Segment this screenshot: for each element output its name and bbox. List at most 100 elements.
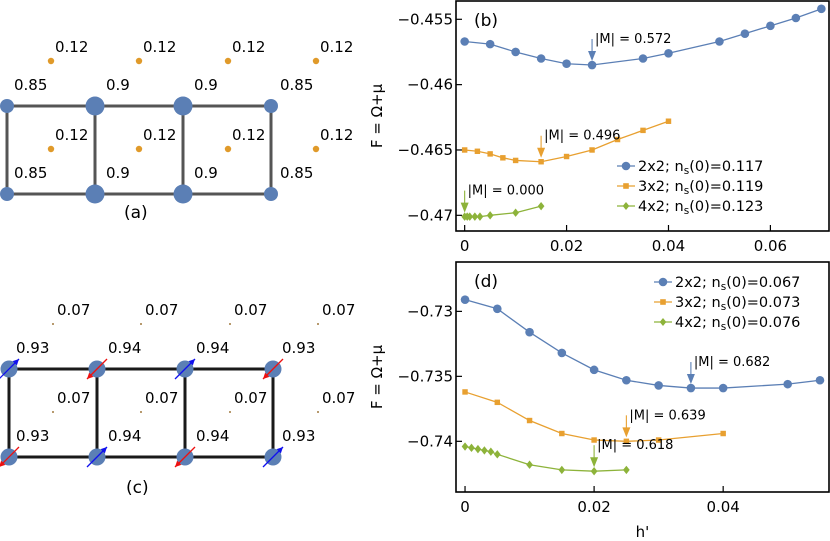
data-point (815, 375, 825, 385)
legend-marker (622, 202, 630, 210)
arrow-head (0, 460, 6, 467)
data-point (468, 443, 475, 453)
data-point (664, 48, 673, 58)
y-tick-label: −0.735 (397, 367, 453, 385)
y-tick-label: −0.73 (407, 302, 453, 320)
y-tick-label: −0.455 (397, 10, 453, 28)
arrow-head (276, 447, 283, 454)
magnetization-annotation: |M| = 0.572 (595, 32, 671, 47)
site-occupation-label: 0.93 (16, 339, 49, 357)
data-point (783, 379, 792, 389)
series-line (464, 299, 821, 389)
y-tick-label: −0.46 (407, 76, 453, 94)
site-occupation-label: 0.94 (196, 339, 229, 357)
impurity-site (52, 411, 54, 413)
y-tick-label: −0.465 (397, 141, 453, 159)
data-point (587, 60, 597, 70)
arrow-head (188, 359, 195, 366)
legend-marker (621, 161, 631, 171)
data-point (589, 147, 595, 153)
data-point (512, 157, 519, 164)
legend-label: 2x2; ns(0)=0.067 (675, 275, 800, 293)
data-point (481, 446, 488, 455)
lattice-site (264, 99, 278, 113)
impurity-site (47, 57, 55, 65)
lattice-site (0, 99, 14, 113)
data-point (466, 212, 474, 221)
series-2x2: |M| = 0.572 (460, 4, 826, 70)
arrow-head (100, 447, 107, 454)
series-line (464, 445, 627, 472)
data-point (623, 438, 630, 445)
data-point (461, 442, 469, 451)
legend-label: 2x2; ns(0)=0.117 (638, 159, 763, 177)
data-point (460, 37, 469, 46)
y-tick-label: −0.74 (407, 432, 453, 450)
magnetization-annotation: |M| = 0.682 (694, 355, 770, 370)
site-occupation-label: 0.85 (14, 164, 47, 182)
impurity-site (135, 145, 143, 153)
impurity-occupation-label: 0.07 (234, 389, 267, 407)
site-occupation-label: 0.9 (106, 164, 130, 182)
data-point (474, 444, 482, 454)
x-axis-label: h' (636, 523, 650, 541)
data-point (486, 211, 494, 220)
data-point (766, 21, 775, 31)
impurity-site (140, 411, 142, 413)
impurity-site (224, 145, 232, 153)
site-occupation-label: 0.93 (282, 339, 315, 357)
data-point (589, 365, 599, 375)
magnetization-annotation: |M| = 0.639 (629, 408, 705, 423)
lattice-site (85, 96, 105, 116)
site-occupation-label: 0.9 (106, 76, 130, 94)
data-point (493, 450, 501, 459)
site-occupation-label: 0.9 (194, 76, 218, 94)
arrow-head (622, 427, 631, 438)
data-point (817, 4, 826, 14)
data-point (718, 383, 728, 393)
data-point (526, 460, 533, 469)
panel-label: (a) (124, 203, 148, 223)
magnetization-annotation: |M| = 0.618 (597, 438, 673, 453)
impurity-site (229, 323, 231, 325)
data-point (720, 430, 726, 437)
data-point (471, 212, 479, 221)
data-point (537, 201, 545, 211)
series-2x2: |M| = 0.682 (460, 295, 825, 393)
lattice-site (264, 187, 278, 201)
site-occupation-label: 0.93 (282, 427, 315, 445)
lattice-site (85, 184, 105, 204)
data-point (590, 467, 598, 476)
series-3x2: |M| = 0.639 (462, 389, 726, 445)
panel-label: (c) (126, 478, 149, 498)
data-point (487, 151, 493, 157)
impurity-occupation-label: 0.12 (55, 126, 88, 144)
data-point (614, 136, 621, 143)
legend-marker (658, 277, 668, 287)
legend-marker (660, 299, 666, 305)
x-tick-label: 0.06 (754, 237, 787, 255)
data-point (559, 430, 565, 437)
legend-label: 3x2; ns(0)=0.073 (675, 295, 800, 313)
data-point (740, 29, 750, 38)
arrow-head (460, 202, 469, 213)
impurity-occupation-label: 0.07 (145, 301, 178, 319)
x-tick-label: 0.02 (577, 498, 610, 516)
site-occupation-label: 0.85 (280, 164, 313, 182)
data-point (654, 381, 663, 390)
y-tick-label: −0.47 (407, 206, 453, 224)
data-point (591, 437, 597, 443)
impurity-occupation-label: 0.07 (57, 389, 90, 407)
lattice-site (173, 96, 193, 116)
series-line (464, 391, 724, 442)
data-point (715, 37, 724, 46)
arrow-head (12, 359, 19, 366)
legend-label: 3x2; ns(0)=0.119 (638, 179, 763, 197)
data-point (461, 147, 468, 153)
impurity-site (135, 57, 143, 65)
impurity-occupation-label: 0.07 (145, 389, 178, 407)
